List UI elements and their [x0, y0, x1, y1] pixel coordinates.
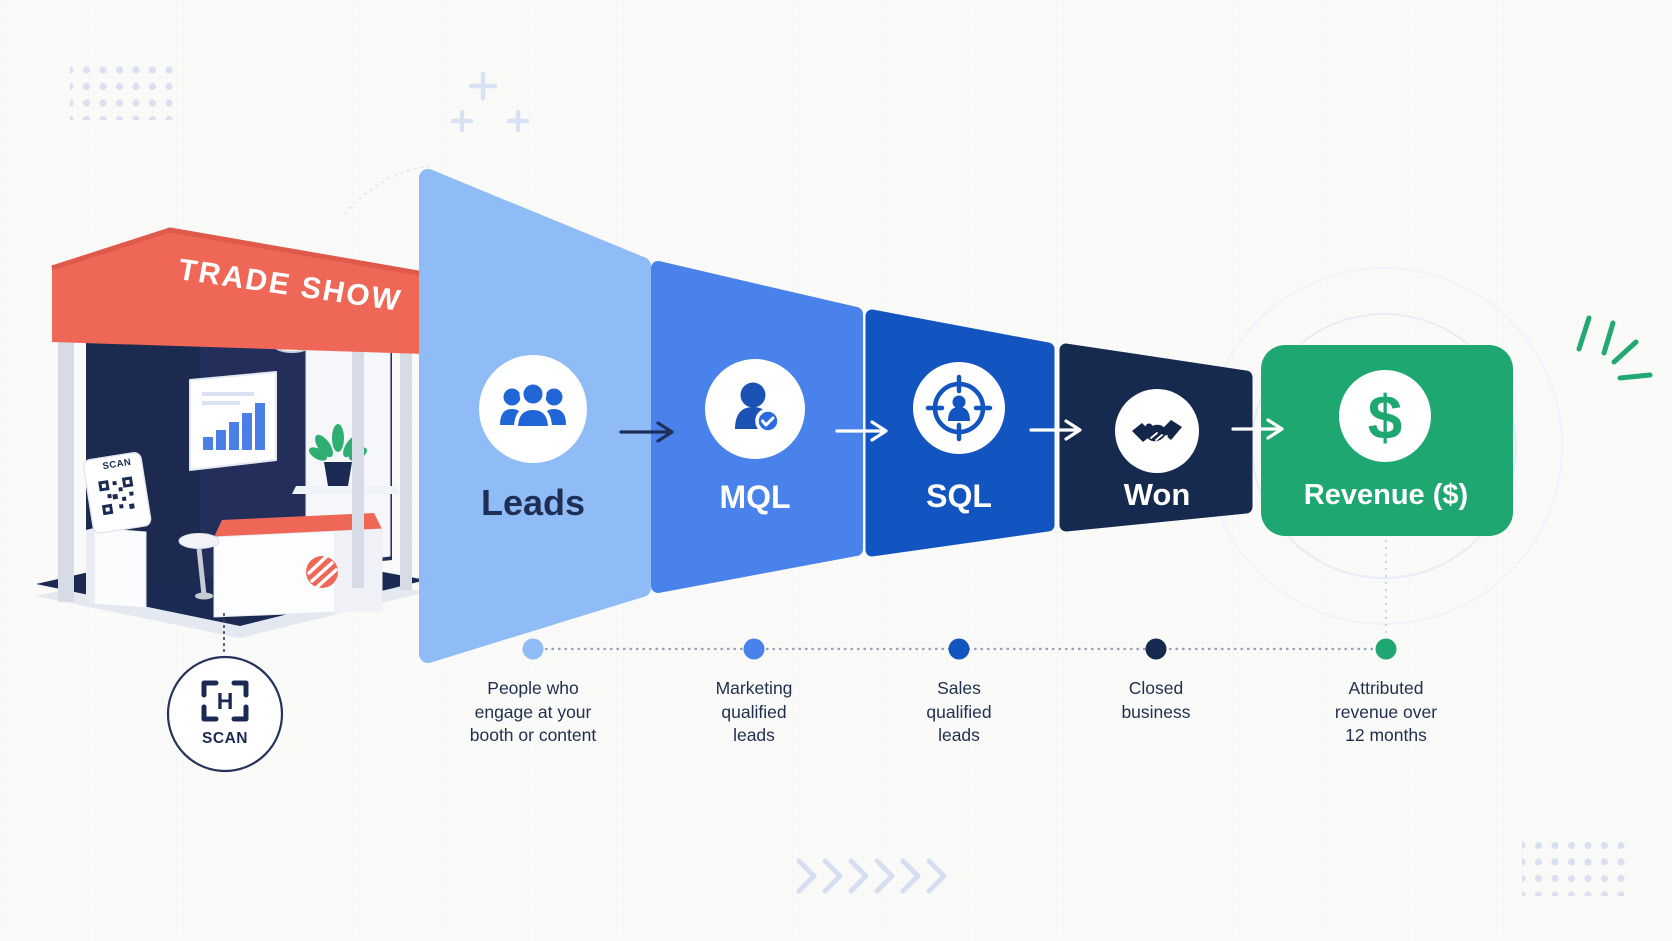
booth-chart-screen [189, 371, 277, 471]
stage-title-leads: Leads [480, 482, 586, 523]
stage-description-leads: People who engage at your booth or conte… [469, 678, 597, 745]
timeline-dot-mql [743, 638, 765, 660]
dot-grid-top-left [70, 58, 182, 120]
stage-title-mql: MQL [719, 479, 791, 515]
revenue-icon-circle [1339, 370, 1431, 462]
chevron-marks [796, 858, 947, 894]
booth-illustration [36, 227, 426, 656]
timeline-dot-leads [522, 638, 544, 660]
scan-badge [166, 655, 284, 773]
stage-arrow-leads-mql [619, 421, 674, 443]
target-person-icon [925, 374, 993, 442]
handshake-icon [1132, 420, 1182, 442]
stage-arrow-mql-sql [835, 420, 888, 442]
timeline [522, 540, 1397, 660]
booth-shelf [292, 486, 400, 494]
scan-frame-center-glyph: H [216, 688, 234, 714]
person-check-icon [735, 382, 781, 434]
bar-chart-icon [203, 403, 265, 450]
stage-arrow-won-revenue [1231, 418, 1284, 440]
stage-title-won: Won [1123, 477, 1191, 512]
scan-frame-icon [201, 680, 249, 722]
plus-marks [450, 71, 530, 133]
stage-description-sql: Sales qualified leads [926, 678, 992, 745]
counter-logo-icon [306, 554, 338, 590]
stage-description-won: Closed business [1121, 678, 1191, 722]
stage-description-revenue: Attributed revenue over 12 months [1334, 678, 1438, 745]
booth-poles [58, 266, 412, 602]
sketch-arc [343, 165, 431, 215]
qr-code-icon [98, 476, 135, 516]
stage-arrow-sql-won [1029, 419, 1082, 441]
scan-badge-label: SCAN [202, 730, 248, 747]
funnel [419, 169, 1513, 663]
sparkle-burst-icon [1576, 315, 1653, 381]
people-group-icon [500, 380, 566, 430]
stool [178, 533, 220, 600]
dollar-icon: $ [1367, 384, 1403, 453]
timeline-dot-sql [948, 638, 970, 660]
dot-grid-bottom-right [1522, 834, 1634, 896]
stage-description-mql: Marketing qualified leads [715, 678, 793, 745]
timeline-dot-revenue [1375, 638, 1397, 660]
timeline-dot-won [1145, 638, 1167, 660]
trade-show-canopy [51, 227, 425, 354]
stage-title-revenue: Revenue ($) [1303, 479, 1469, 511]
scan-kiosk [82, 452, 152, 609]
stage-title-sql: SQL [926, 478, 992, 514]
